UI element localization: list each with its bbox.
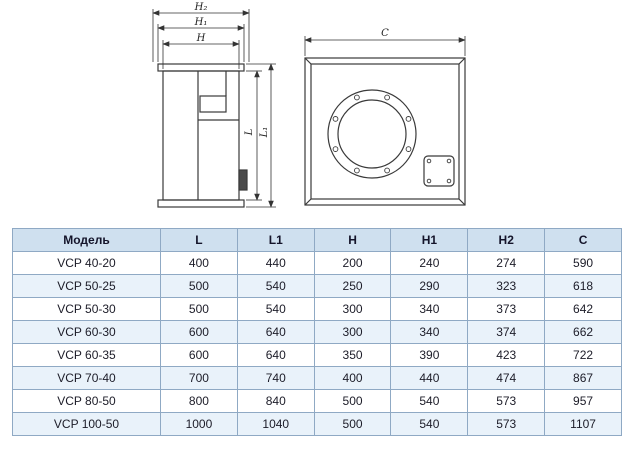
top-flange	[157, 63, 245, 72]
table-row: VCP 50-25 500 540 250 290 323 618	[12, 274, 622, 298]
value-cell: 1040	[236, 412, 315, 436]
value-cell: 618	[544, 274, 622, 298]
value-cell: 350	[313, 343, 392, 367]
col-header-c: C	[544, 228, 622, 252]
technical-drawing: H₂ H₁ H L L₁ C	[0, 0, 634, 224]
value-cell: 662	[544, 320, 622, 344]
table-row: VCP 70-40 700 740 400 440 474 867	[12, 366, 622, 390]
value-cell: 300	[313, 320, 392, 344]
value-cell: 300	[313, 297, 392, 321]
value-cell: 340	[390, 297, 469, 321]
model-cell: VCP 50-30	[12, 297, 161, 321]
col-header-model: Модель	[12, 228, 161, 252]
value-cell: 1000	[160, 412, 238, 436]
casing-inner	[310, 63, 460, 200]
value-cell: 573	[467, 389, 546, 413]
value-cell: 867	[544, 366, 622, 390]
drawing-canvas: H₂ H₁ H L L₁ C	[152, 2, 466, 208]
value-cell: 600	[160, 343, 238, 367]
value-cell: 500	[160, 274, 238, 298]
inlet-outer-circle	[327, 89, 417, 179]
casing-outer	[304, 57, 466, 206]
dim-label-l1: L₁	[259, 127, 270, 139]
front-view-dimension-lines	[152, 9, 276, 208]
dim-label-c: C	[381, 28, 389, 39]
value-cell: 740	[236, 366, 315, 390]
model-cell: VCP 50-25	[12, 274, 161, 298]
value-cell: 200	[313, 251, 392, 275]
col-header-h2: H2	[467, 228, 546, 252]
value-cell: 642	[544, 297, 622, 321]
value-cell: 374	[467, 320, 546, 344]
terminal-box-side	[238, 169, 248, 191]
value-cell: 250	[313, 274, 392, 298]
value-cell: 390	[390, 343, 469, 367]
dim-label-h2: H₂	[194, 2, 208, 13]
table-row: VCP 80-50 800 840 500 540 573 957	[12, 389, 622, 413]
model-cell: VCP 100-50	[12, 412, 161, 436]
terminal-box	[423, 155, 455, 187]
inlet-bolt-holes	[332, 94, 412, 174]
table-row: VCP 100-50 1000 1040 500 540 573 1107	[12, 412, 622, 436]
value-cell: 640	[236, 320, 315, 344]
value-cell: 340	[390, 320, 469, 344]
value-cell: 640	[236, 343, 315, 367]
col-header-l: L	[160, 228, 238, 252]
value-cell: 440	[236, 251, 315, 275]
value-cell: 440	[390, 366, 469, 390]
fan-body	[162, 70, 240, 201]
value-cell: 1107	[544, 412, 622, 436]
value-cell: 800	[160, 389, 238, 413]
value-cell: 700	[160, 366, 238, 390]
dimensions-table: Модель L L1 H H1 H2 C VCP 40-20 400 440 …	[12, 228, 622, 436]
table-row: VCP 60-35 600 640 350 390 423 722	[12, 343, 622, 367]
table-row: VCP 50-30 500 540 300 340 373 642	[12, 297, 622, 321]
side-view-dimension-lines	[304, 36, 466, 56]
value-cell: 500	[160, 297, 238, 321]
dim-label-l: L	[244, 128, 255, 136]
value-cell: 540	[390, 412, 469, 436]
value-cell: 400	[160, 251, 238, 275]
model-cell: VCP 60-35	[12, 343, 161, 367]
terminal-box-screws	[426, 158, 452, 184]
value-cell: 840	[236, 389, 315, 413]
bottom-flange	[157, 199, 245, 208]
value-cell: 540	[390, 389, 469, 413]
fan-front-view	[157, 63, 248, 208]
table-header-row: Модель L L1 H H1 H2 C	[12, 228, 622, 252]
value-cell: 373	[467, 297, 546, 321]
dim-label-h: H	[196, 33, 206, 44]
value-cell: 540	[236, 297, 315, 321]
value-cell: 323	[467, 274, 546, 298]
value-cell: 573	[467, 412, 546, 436]
value-cell: 722	[544, 343, 622, 367]
value-cell: 400	[313, 366, 392, 390]
motor-block	[199, 95, 227, 113]
inlet-inner-circle	[337, 99, 407, 169]
value-cell: 423	[467, 343, 546, 367]
table-row: VCP 40-20 400 440 200 240 274 590	[12, 251, 622, 275]
dimension-labels: H₂ H₁ H L L₁ C	[194, 2, 390, 138]
col-header-h1: H1	[390, 228, 469, 252]
value-cell: 957	[544, 389, 622, 413]
value-cell: 474	[467, 366, 546, 390]
value-cell: 290	[390, 274, 469, 298]
table-row: VCP 60-30 600 640 300 340 374 662	[12, 320, 622, 344]
value-cell: 600	[160, 320, 238, 344]
model-cell: VCP 40-20	[12, 251, 161, 275]
dim-label-h1: H₁	[194, 17, 208, 28]
value-cell: 500	[313, 389, 392, 413]
model-cell: VCP 70-40	[12, 366, 161, 390]
value-cell: 500	[313, 412, 392, 436]
value-cell: 240	[390, 251, 469, 275]
fan-side-view	[304, 57, 466, 206]
col-header-h: H	[313, 228, 392, 252]
value-cell: 590	[544, 251, 622, 275]
model-cell: VCP 80-50	[12, 389, 161, 413]
value-cell: 540	[236, 274, 315, 298]
value-cell: 274	[467, 251, 546, 275]
col-header-l1: L1	[236, 228, 315, 252]
model-cell: VCP 60-30	[12, 320, 161, 344]
